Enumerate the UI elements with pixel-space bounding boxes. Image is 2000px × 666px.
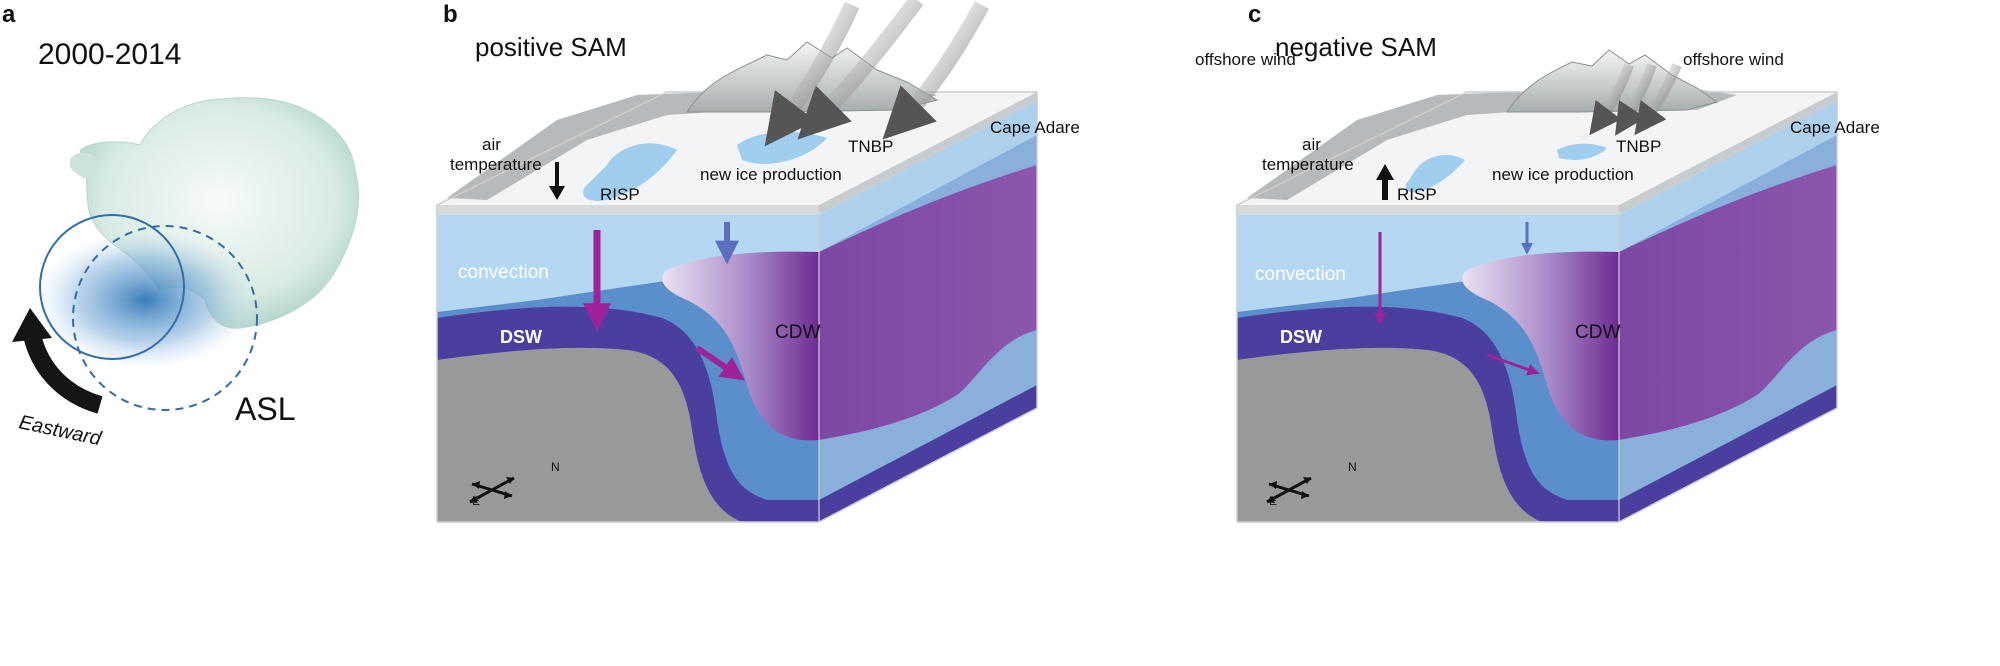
offshore-wind-arrow-2: [1615, 63, 1657, 136]
block-diagram-b: [436, 0, 1038, 523]
offshore-wind-label: offshore wind: [1195, 50, 1296, 69]
aabw-label: AABW: [1034, 465, 1087, 503]
eastward-arrow: [23, 332, 103, 414]
new-ice-production-label: new ice production: [1492, 165, 1634, 184]
asl-climatology-circle: [39, 214, 185, 360]
offshore-wind-arrow-3: [1634, 63, 1682, 136]
dsw-flow-arrow: [695, 345, 745, 381]
offshore-wind-arrow-1: [797, 0, 924, 140]
panel-b: b positive SAM offshore wind Cape Adare: [436, 0, 1296, 523]
temperature-label: temperature: [1262, 155, 1354, 174]
panel-c-letter: c: [1248, 1, 1261, 28]
dsw-flow-arrow: [1486, 353, 1540, 376]
eastward-label: Eastward: [17, 411, 104, 450]
tnbp-polynya: [1557, 143, 1607, 160]
panel-b-title: positive SAM: [475, 32, 627, 62]
new-ice-production-label: new ice production: [700, 165, 842, 184]
convection-label: convection: [1255, 264, 1346, 285]
dsw-label: DSW: [500, 327, 542, 347]
panel-c: c negative SAM offshore wind Cape Adare: [1236, 1, 1882, 523]
offshore-wind-arrow-1: [1589, 63, 1634, 136]
compass-east-label: E: [1269, 494, 1277, 508]
cape-adare-label: Cape Adare: [990, 118, 1080, 137]
panel-b-letter: b: [443, 1, 458, 28]
temperature-label: temperature: [450, 155, 542, 174]
panel-c-title: negative SAM: [1275, 32, 1437, 62]
eastward-arrow-head: [12, 308, 52, 342]
asl-shifted-circle: [72, 225, 258, 411]
cdw-label: CDW: [1575, 322, 1620, 343]
air-label: air: [482, 135, 501, 154]
risp-label: RISP: [1397, 185, 1437, 204]
offshore-wind-arrow-2: [764, 1, 860, 147]
block-diagram-c: [1236, 49, 1838, 523]
antarctic-peninsula: [69, 152, 98, 179]
panel-a: a 2000-2014 ASL Eastward: [2, 1, 360, 450]
convection-label: convection: [458, 262, 549, 283]
compass-north-label: N: [551, 460, 560, 474]
risp-polynya: [583, 143, 677, 201]
risp-polynya: [1405, 154, 1465, 193]
panel-a-letter: a: [2, 1, 16, 28]
period-label: 2000-2014: [38, 38, 181, 71]
compass-north-label: N: [1348, 460, 1357, 474]
risp-label: RISP: [600, 185, 640, 204]
dsw-label: DSW: [1280, 327, 1322, 347]
aabw-label: AABW: [1829, 465, 1882, 503]
cape-adare-label: Cape Adare: [1790, 118, 1880, 137]
tnbp-label: TNBP: [1616, 137, 1661, 156]
asl-label: ASL: [235, 391, 295, 427]
air-label: air: [1302, 135, 1321, 154]
cdw-label: CDW: [775, 322, 820, 343]
asl-low-pressure: [35, 230, 255, 370]
tnbp-label: TNBP: [848, 137, 893, 156]
compass-east-label: E: [472, 494, 480, 508]
offshore-wind-arrow-3: [882, 1, 989, 140]
offshore-wind-label: offshore wind: [1683, 50, 1784, 69]
